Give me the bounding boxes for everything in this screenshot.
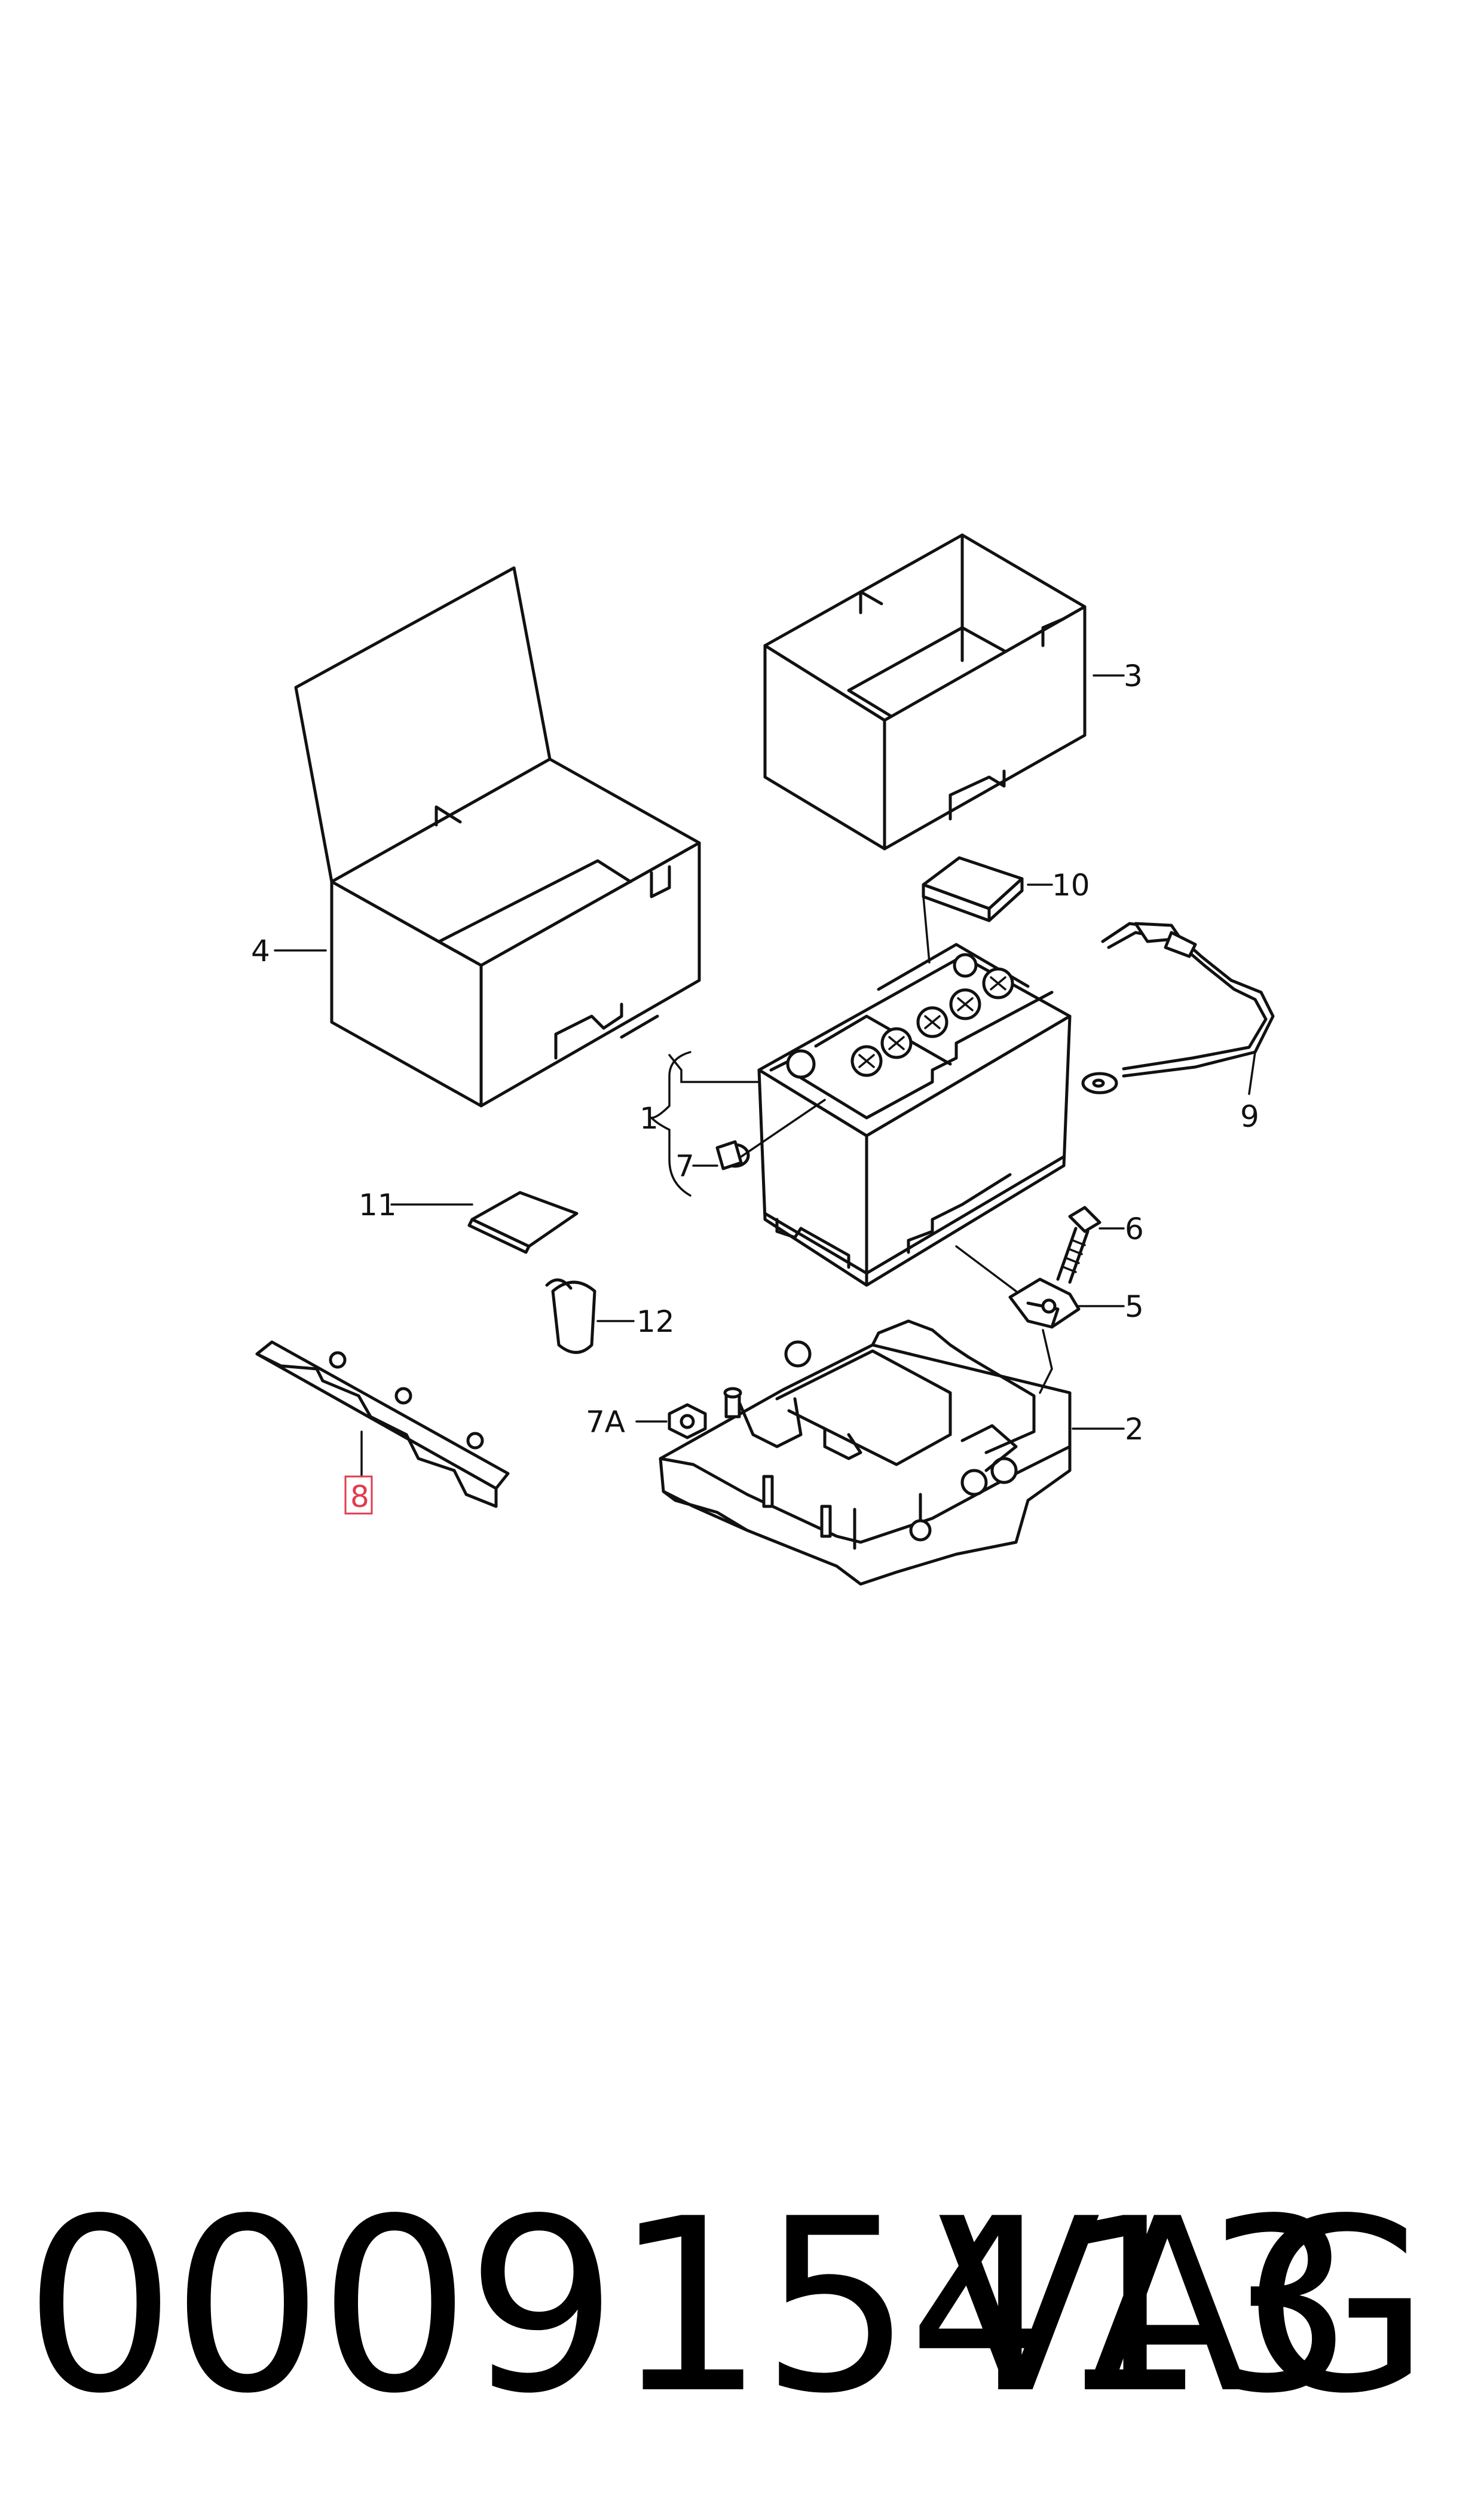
part-8-bracket-strip bbox=[255, 1340, 510, 1508]
part-12-terminal-cap bbox=[545, 1278, 596, 1354]
callout-9: 9 bbox=[1240, 1099, 1259, 1134]
callout-7: 7 bbox=[675, 1149, 694, 1184]
part-7-vent-plug bbox=[715, 1140, 750, 1170]
part-5-clamp bbox=[1008, 1277, 1081, 1329]
callout-8-highlight-box bbox=[344, 1475, 373, 1515]
part-6-bolt bbox=[1056, 1206, 1101, 1284]
callout-3: 3 bbox=[1124, 659, 1143, 693]
callout-11: 11 bbox=[359, 1188, 397, 1222]
callout-1: 1 bbox=[640, 1101, 659, 1136]
part-9-earth-strap bbox=[1081, 922, 1275, 1095]
leader-lines bbox=[274, 674, 1256, 1478]
part-10-pad bbox=[922, 856, 1024, 922]
part-number: 000915413 bbox=[24, 2168, 1354, 2446]
callout-10: 10 bbox=[1052, 868, 1090, 903]
brand-name: VAG bbox=[937, 2168, 1430, 2446]
callout-2: 2 bbox=[1125, 1412, 1144, 1447]
part-11-label-sheet bbox=[467, 1191, 579, 1254]
callout-7a: 7A bbox=[586, 1405, 625, 1439]
callout-labels: 4 3 10 1 7 9 11 12 6 5 2 7A 8 bbox=[251, 659, 1259, 1515]
footer: 000915413 VAG bbox=[0, 2176, 1484, 2439]
callout-5: 5 bbox=[1125, 1289, 1144, 1324]
part-1-battery bbox=[757, 943, 1072, 1287]
callout-6: 6 bbox=[1125, 1212, 1144, 1246]
callout-4: 4 bbox=[251, 934, 270, 968]
part-7a-nut bbox=[668, 1387, 742, 1439]
part-4-battery-insulation-box bbox=[294, 566, 701, 1108]
callout-8: 8 bbox=[350, 1479, 369, 1514]
callout-12: 12 bbox=[637, 1304, 675, 1339]
part-2-battery-tray bbox=[659, 1319, 1072, 1586]
part-3-insulation-sleeve bbox=[763, 533, 1087, 851]
